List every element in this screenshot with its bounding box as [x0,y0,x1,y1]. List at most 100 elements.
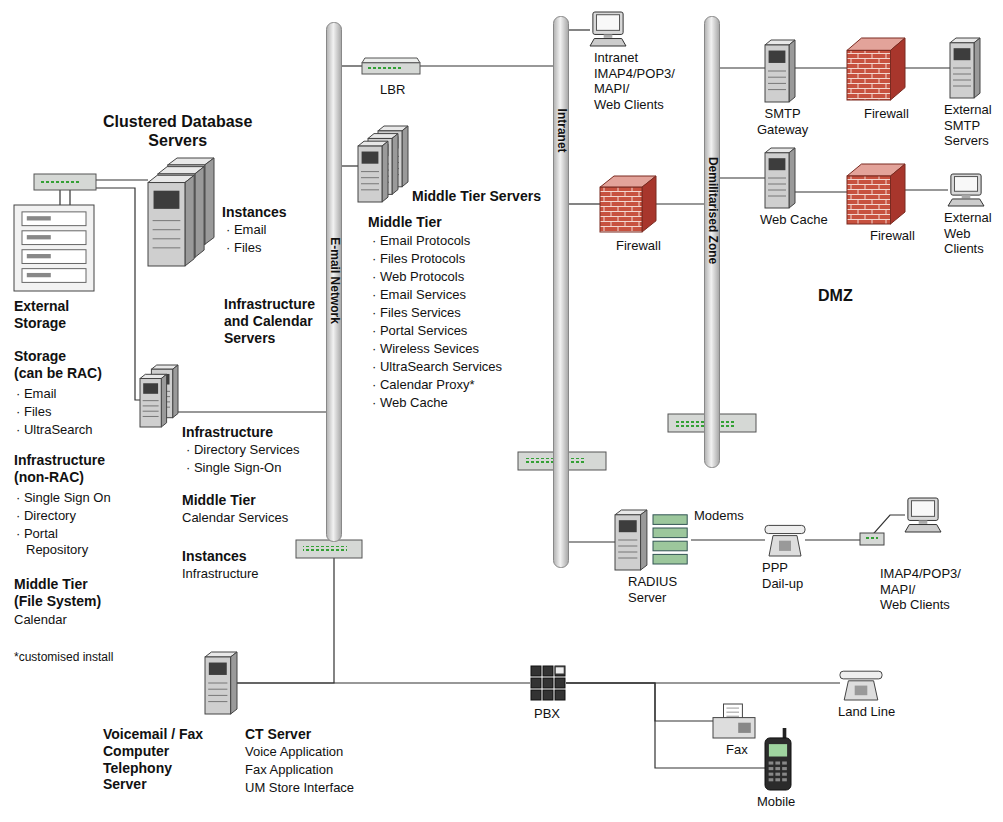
storage-cabinet [14,205,94,291]
text-line: · Portal [16,526,88,542]
device-icon [950,38,980,98]
device-icon [14,205,94,291]
server-front [148,183,185,266]
text-line: (non-RAC) [14,469,105,486]
key-label: · UltraSearch [16,422,93,438]
text-line: Infrastructure [14,452,105,469]
service-label: Voice Application [245,744,343,760]
text-line: SMTP [944,118,992,134]
text-line: Web Clients [594,97,675,113]
service-label: · Email [226,222,266,238]
key-label: Middle Tier (File System) [14,576,101,610]
service-label: Fax Application [245,762,333,778]
phone-base [769,536,801,556]
disk-shelf [22,212,86,226]
server-vent [153,220,181,221]
service-label: · Web Cache [372,395,448,411]
key-label: DMZ [818,286,853,305]
server-side [392,134,398,195]
phone-base [844,681,878,700]
disk-slot [27,235,51,239]
text-line: External [944,102,992,118]
device-icon [590,12,626,46]
text-line: SMTP [757,106,808,122]
network-device: RADIUS ServerModems [615,510,691,570]
pbx-cell [543,690,553,700]
device-icon [362,58,420,74]
text-line: Servers [944,133,992,149]
server-vent [153,229,181,230]
keyboard [948,199,984,206]
service-label: Instances [222,204,287,221]
text-line: (File System) [14,593,101,610]
paper-line [726,716,739,717]
server-panel [154,191,180,209]
network-device: Middle Tier ServersMiddle Tier· Email Pr… [358,126,408,202]
modem [653,541,687,551]
device-label: IMAP4/POP3/ MAPI/ Web Clients [880,566,961,613]
server-vent [768,83,786,84]
device-icon [840,668,882,700]
network-link [178,411,326,412]
pbx-display [555,667,564,674]
paper-line [726,708,739,709]
service-label: · Files Services [372,305,461,321]
phone-body [765,738,791,790]
device-icon [765,728,791,790]
network-link [342,165,358,166]
server-vent [618,540,637,541]
disk-shelf [22,231,86,245]
pbx-cell [555,678,565,688]
server-vent [143,400,159,401]
hub-body [296,540,362,558]
network-link [795,191,847,192]
network-link [569,29,590,30]
network-bar [705,17,720,468]
fax-keys [738,723,751,733]
pbx-cell [531,678,541,688]
email-network-hub [296,540,362,558]
network-link [566,683,713,721]
device-icon [140,365,178,427]
device-icon [713,704,755,738]
network-device: External Web Clients [948,174,984,206]
server-side [205,158,214,244]
network-link [569,203,600,204]
network-link [720,177,765,178]
server-vent [361,171,379,172]
server-vent [618,558,637,559]
text-line: Servers [103,131,252,150]
service-label: · Wireless Sevices [372,341,479,357]
server-panel [143,383,158,394]
device-icon [600,176,656,232]
paper-line [726,712,739,713]
server-side [789,148,795,208]
server-panel [769,158,786,170]
service-label: · Single Sign-On [186,460,281,476]
server-side [974,38,980,98]
text-line: Storage [14,348,102,365]
server-vent [768,190,786,191]
service-label: · Portal Services [372,323,467,339]
hub-ports [368,65,403,71]
server-side [195,167,204,258]
network-link [720,67,765,68]
server-side [161,374,166,427]
pbx-cell [543,678,553,688]
text-line: Computer [103,743,203,760]
server-side [789,40,795,102]
server-side [382,141,388,202]
device-icon [847,164,905,224]
server-side [231,652,237,714]
service-label: Middle Tier [182,492,256,509]
network-device: Intranet IMAP4/POP3/ MAPI/ Web Clients [590,12,626,46]
service-label: · Calendar Proxy* [372,377,475,393]
server-vent [361,189,379,190]
device-label: LBR [380,82,405,98]
device-label: Fax [726,742,748,758]
key-label: · Portal Repository [16,526,88,557]
service-label: CT Server [245,726,311,743]
keypad [779,541,791,551]
server-front [615,515,641,570]
disk-slot [27,216,51,220]
